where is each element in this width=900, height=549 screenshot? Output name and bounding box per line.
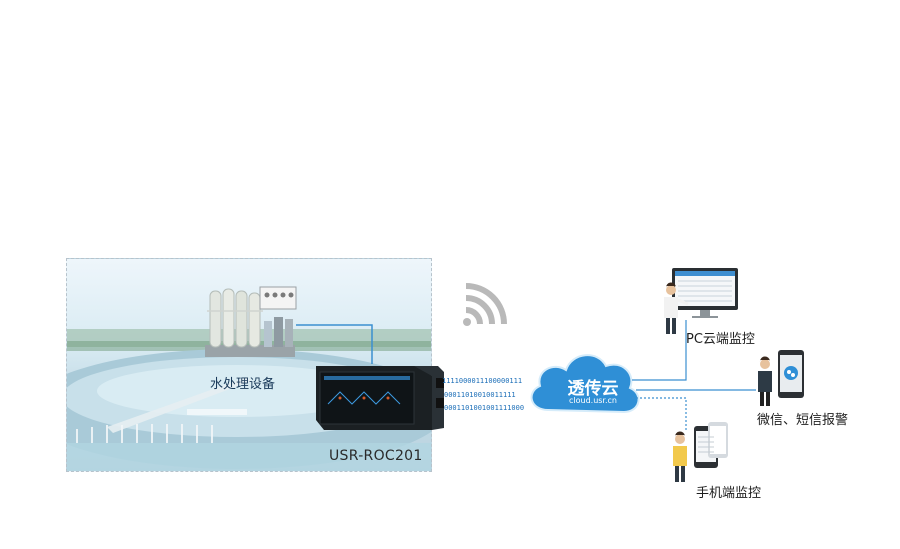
- usr-roc201-device: [316, 366, 444, 430]
- cloud-icon: [530, 354, 640, 414]
- wechat-user-figure: [758, 356, 772, 406]
- cloud-title: 透传云: [567, 379, 619, 399]
- cloud-pc-link: [632, 320, 687, 381]
- pc-user-figure: [664, 282, 689, 334]
- mobile-monitor-label: 手机端监控: [696, 486, 762, 501]
- mobile-device-icon: [694, 422, 728, 468]
- pc-monitor-label: PC云端监控: [686, 332, 755, 347]
- phone-alert-icon: [778, 350, 804, 398]
- wechat-sms-label: 微信、短信报警: [757, 413, 849, 428]
- binary-stream-1: 1111000011100000111: [442, 377, 523, 385]
- binary-stream-3: 0001101001001111000: [444, 404, 525, 412]
- wifi-signal-icon: [463, 283, 507, 326]
- mobile-user-figure: [673, 431, 687, 482]
- water-treatment-equipment: [205, 286, 297, 357]
- binary-stream-2: 00011010010011111: [444, 391, 516, 399]
- water-equipment-label: 水处理设备: [210, 377, 276, 392]
- cloud-url: cloud.usr.cn: [568, 396, 617, 405]
- plant-panel: 水处理设备 USR-ROC201: [66, 258, 432, 472]
- caption-bar: [67, 443, 431, 471]
- device-model-label: USR-ROC201: [329, 448, 423, 464]
- cloud-mobile-link: [632, 397, 687, 430]
- pc-monitor-icon: [672, 268, 738, 318]
- equipment-device-link: [296, 324, 373, 364]
